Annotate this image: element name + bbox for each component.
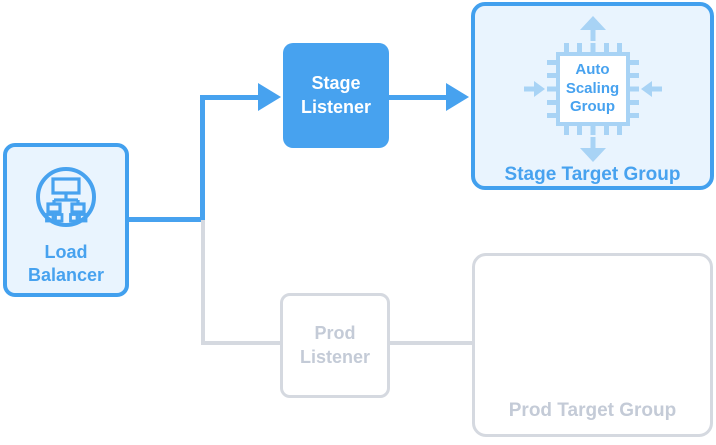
connector-to-stage-listener [200, 95, 260, 100]
connector-junction-down [201, 220, 205, 345]
stage-listener-label: Stage Listener [300, 73, 372, 117]
node-stage-listener: Stage Listener [283, 43, 389, 148]
load-balancer-network-icon [36, 167, 96, 227]
arrowhead-stage-listener [258, 83, 281, 111]
prod-target-group-label: Prod Target Group [508, 400, 677, 421]
auto-scaling-chip-icon: Auto Scaling Group [505, 14, 681, 163]
node-prod-listener: Prod Listener [280, 293, 390, 398]
load-balancer-label: Load Balancer [27, 242, 105, 285]
node-prod-target-group: Prod Target Group [472, 253, 713, 437]
connector-lb-to-junction [127, 217, 205, 222]
connector-stage-listener-to-target [389, 95, 447, 100]
node-load-balancer: Load Balancer [3, 143, 129, 297]
node-stage-target-group: Auto Scaling Group Stage Target Group [471, 2, 714, 190]
connector-to-prod-listener [201, 341, 280, 345]
stage-target-group-label: Stage Target Group [504, 164, 681, 185]
prod-listener-label: Prod Listener [299, 323, 371, 367]
connector-prod-listener-to-target [390, 341, 472, 345]
arrowhead-stage-target-group [446, 83, 469, 111]
connector-junction-up [200, 95, 205, 222]
auto-scaling-group-label: Auto Scaling Group [565, 60, 620, 116]
